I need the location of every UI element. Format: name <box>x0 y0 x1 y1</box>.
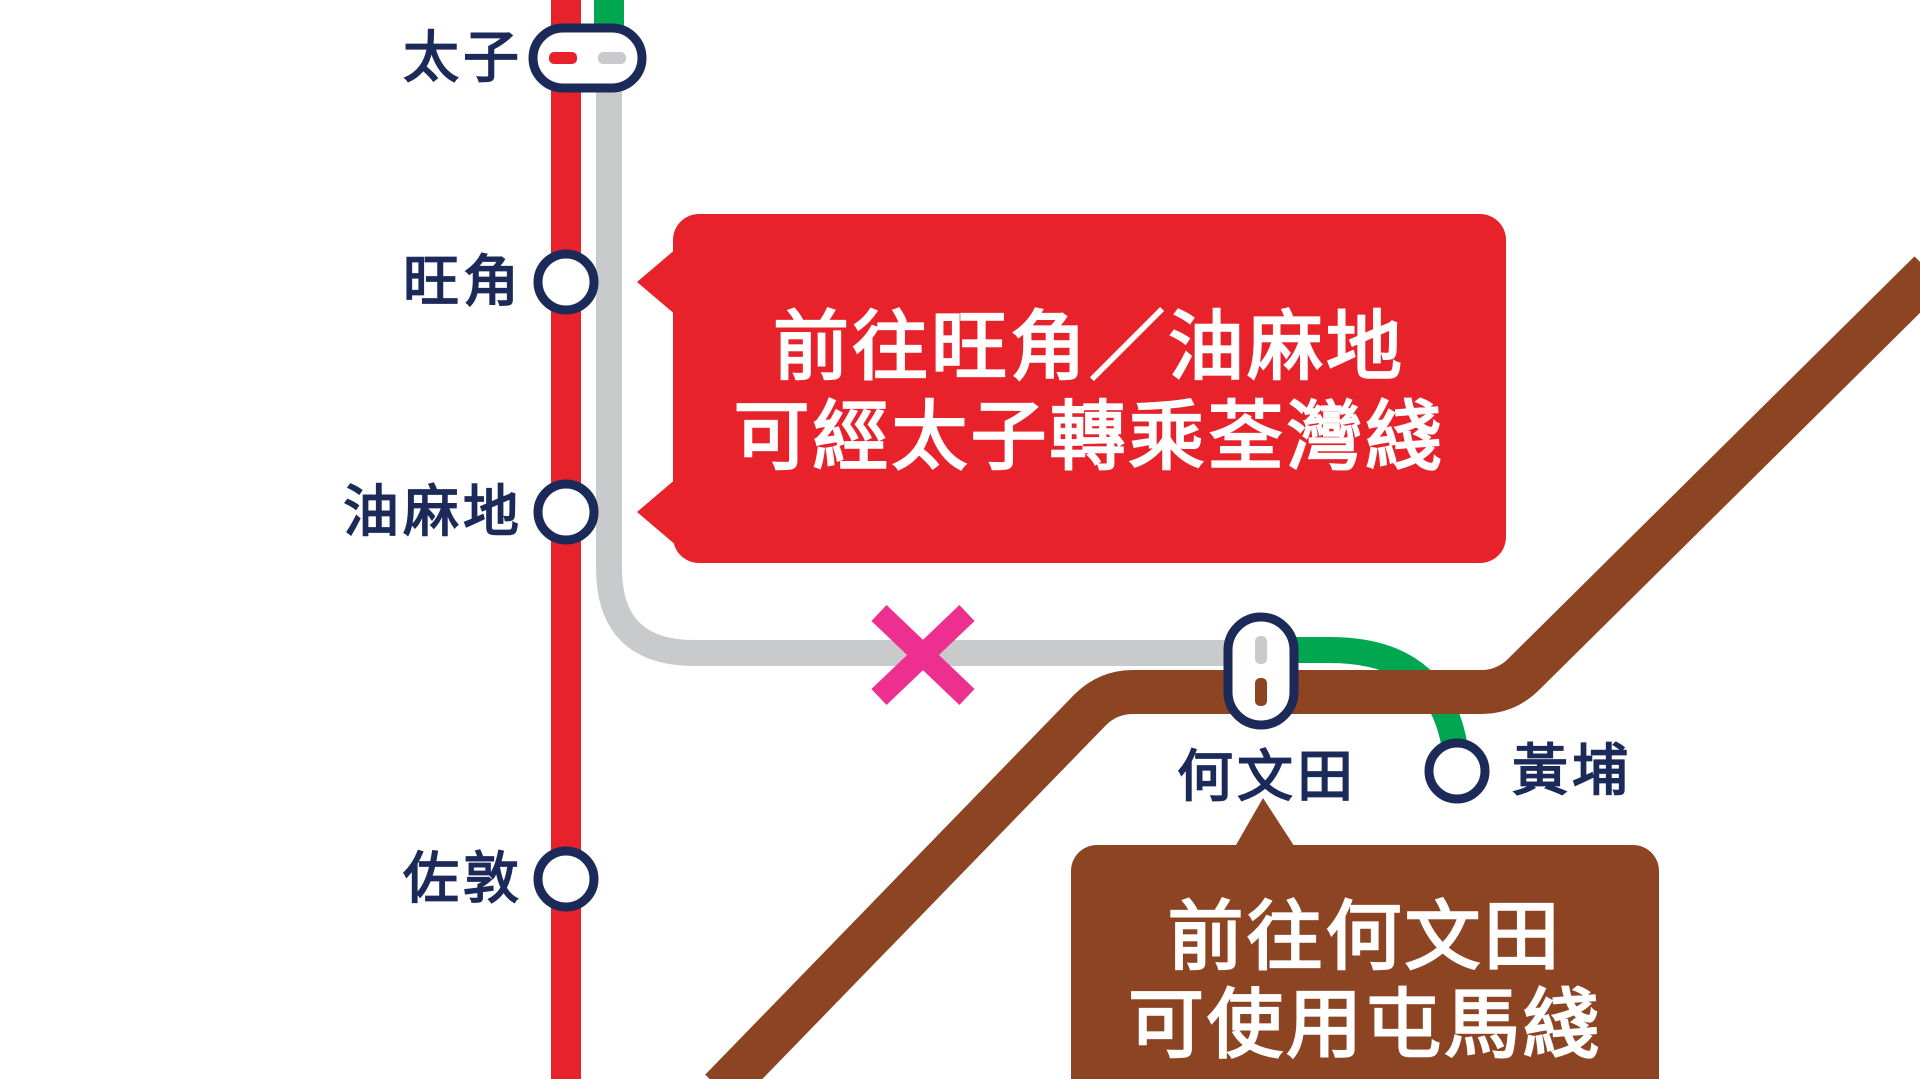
kwun-tong-line-suspended-segment <box>596 55 1261 666</box>
station-marker-whampoa <box>1424 738 1490 804</box>
interchange-marker-ho-man-tin <box>1223 612 1299 730</box>
station-label-mong-kok: 旺角 <box>403 250 523 313</box>
interchange-dash-grey <box>1255 636 1267 664</box>
station-label-yau-ma-tei: 油麻地 <box>343 480 523 543</box>
tuen-ma-line <box>705 256 1920 1079</box>
brown-callout-line1: 前往何文田 <box>1167 895 1563 980</box>
brown-callout-bubble <box>1071 845 1659 1079</box>
interchange-dash-brown <box>1255 678 1267 706</box>
station-label-whampoa: 黃埔 <box>1512 739 1632 802</box>
red-callout-line1: 前往旺角／油麻地 <box>773 305 1405 390</box>
brown-callout-pointer-ho-man-tin <box>1232 798 1298 852</box>
red-callout-line2: 可經太子轉乘荃灣綫 <box>733 395 1445 480</box>
red-callout-pointer-yau-ma-tei <box>637 478 677 546</box>
interchange-dash-red <box>549 52 577 64</box>
station-label-jordan: 佐敦 <box>403 847 523 910</box>
interchange-capsule <box>528 23 647 93</box>
brown-callout-line2: 可使用屯馬綫 <box>1128 983 1602 1068</box>
station-label-ho-man-tin: 何文田 <box>1177 745 1357 808</box>
station-marker-yau-ma-tei <box>533 479 599 545</box>
suspension-cross-icon <box>871 605 975 705</box>
cross-stroke <box>871 605 975 705</box>
red-callout-bubble <box>673 214 1506 563</box>
station-marker-jordan <box>533 846 599 912</box>
station-label-prince-edward: 太子 <box>403 26 523 89</box>
red-callout-pointer-mong-kok <box>637 248 677 316</box>
interchange-capsule <box>1223 612 1299 730</box>
interchange-marker-prince-edward <box>528 23 647 93</box>
station-marker-mong-kok <box>533 249 599 315</box>
interchange-dash-grey <box>598 52 626 64</box>
